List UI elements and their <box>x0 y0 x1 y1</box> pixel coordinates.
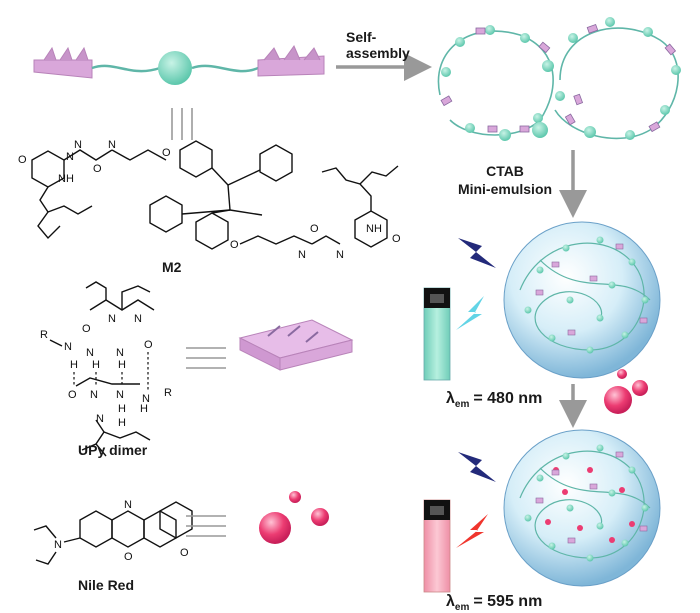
supramolecular-polymer-chains <box>437 17 681 141</box>
atom-o: O <box>124 551 133 563</box>
ctab-label: CTAB <box>486 163 524 179</box>
m2-label: M2 <box>162 259 182 275</box>
upy-dimer-structure: R N O N N N N O H H H O N N N R H H N H … <box>40 281 172 458</box>
atom-o: O <box>310 223 319 235</box>
atom-n: N <box>96 413 104 425</box>
svg-text:λem= 595 nm: λem= 595 nm <box>446 593 542 613</box>
atom-o: O <box>392 233 401 245</box>
emission-value-480: = 480 nm <box>473 390 542 407</box>
atom-h: H <box>118 417 126 429</box>
atom-o: O <box>230 239 239 251</box>
atom-r: R <box>164 387 172 399</box>
atom-h: H <box>92 359 100 371</box>
atom-n: N <box>142 393 150 405</box>
atom-nh: NH <box>58 173 74 185</box>
nanoparticle-blue-emission <box>503 221 661 379</box>
excitation-bolt-2 <box>458 452 496 482</box>
atom-o: O <box>82 323 91 335</box>
svg-text:λem= 480 nm: λem= 480 nm <box>446 390 542 410</box>
mini-emulsion-label: Mini-emulsion <box>458 181 552 197</box>
atom-o: O <box>18 154 27 166</box>
atom-n: N <box>74 139 82 151</box>
self-assembly-label-2: assembly <box>346 45 410 61</box>
emission-bolt-cyan <box>456 296 484 330</box>
equivalence-bars-m2 <box>171 108 193 140</box>
nile-red-droplets <box>259 491 329 544</box>
atom-nh: NH <box>366 223 382 235</box>
nile-red-structure: N O O N Nile Red <box>33 499 193 593</box>
lambda-symbol: λ <box>446 593 455 610</box>
atom-h: H <box>118 359 126 371</box>
atom-n: N <box>90 389 98 401</box>
atom-o: O <box>68 389 77 401</box>
atom-n: N <box>54 539 62 551</box>
monomer-cartoon <box>33 44 325 85</box>
atom-o: O <box>162 147 171 159</box>
atom-n: N <box>116 389 124 401</box>
atom-h: H <box>118 403 126 415</box>
emission-bolt-red <box>456 514 488 548</box>
self-assembly-label-1: Self- <box>346 29 377 45</box>
lambda-subscript: em <box>455 602 470 613</box>
atom-r: R <box>40 329 48 341</box>
atom-o: O <box>180 547 189 559</box>
atom-n: N <box>86 347 94 359</box>
upy-dimer-label: UPy dimer <box>78 442 148 458</box>
upy-dimer-block <box>238 319 354 371</box>
equivalence-bars-upy <box>186 347 226 369</box>
self-assembly-arrow: Self- assembly <box>336 29 432 81</box>
atom-o: O <box>93 163 102 175</box>
nile-red-label: Nile Red <box>78 577 134 593</box>
atom-o: O <box>144 339 153 351</box>
atom-n: N <box>64 341 72 353</box>
atom-n: N <box>108 313 116 325</box>
atom-h: H <box>140 403 148 415</box>
lambda-symbol: λ <box>446 390 455 407</box>
atom-h: H <box>70 359 78 371</box>
excitation-bolt-1 <box>458 238 496 268</box>
atom-n: N <box>108 139 116 151</box>
atom-n: N <box>134 313 142 325</box>
equivalence-bars-nile-red <box>186 515 226 537</box>
m2-structure: O NH N N O N O O N O N NH O M2 <box>18 139 401 275</box>
nile-red-droplets-loading <box>604 369 648 414</box>
atom-n: N <box>336 249 344 261</box>
vial-pink <box>423 499 451 593</box>
emission-label-595: λem= 595 nm <box>446 593 542 613</box>
mini-emulsion-arrow: CTAB Mini-emulsion <box>458 150 587 218</box>
atom-n: N <box>116 347 124 359</box>
atom-n: N <box>298 249 306 261</box>
lambda-subscript: em <box>455 399 470 410</box>
atom-n: N <box>124 499 132 511</box>
vial-cyan <box>423 287 451 381</box>
emission-value-595: = 595 nm <box>473 593 542 610</box>
emission-label-480: λem= 480 nm <box>446 390 542 410</box>
nanoparticle-red-emission <box>503 429 661 587</box>
